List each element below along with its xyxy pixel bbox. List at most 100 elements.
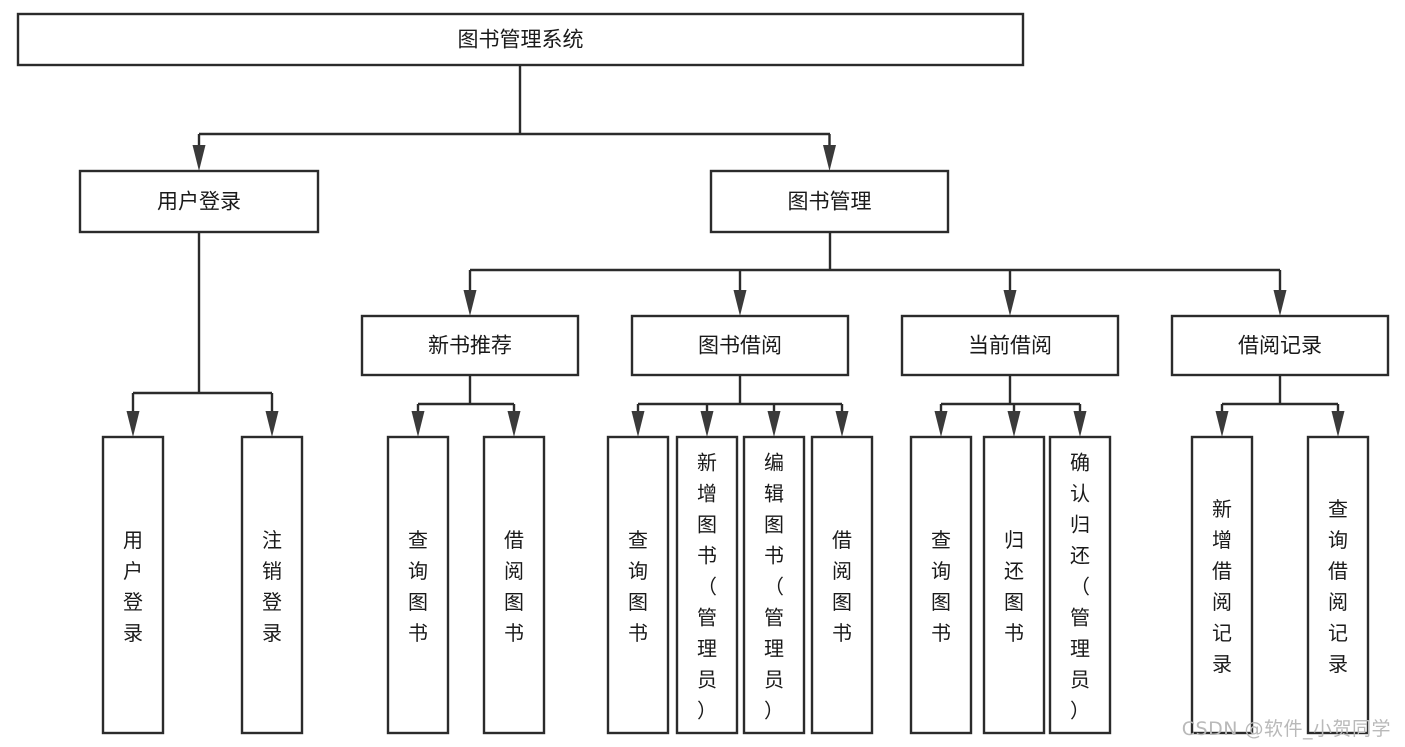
node-label: 新书推荐	[428, 334, 512, 358]
node-label: 图书管理系统	[458, 28, 584, 52]
node-label: 确认归还（管理员）	[1070, 451, 1090, 723]
edge-用户登录-to-用户登录	[126, 393, 140, 437]
edge-图书借阅-to-借阅图书	[835, 404, 849, 437]
node-box[interactable]	[1170, 314, 1390, 377]
node-确认归还管理员[interactable]: 确认归还（管理员）	[1048, 435, 1112, 735]
edge-当前借阅-to-查询图书	[934, 404, 948, 437]
node-label: 图书借阅	[698, 334, 782, 358]
edge-图书管理系统-to-图书管理	[823, 134, 836, 171]
node-box[interactable]	[810, 435, 874, 735]
connector-borrow-bus	[638, 375, 842, 406]
arrow-head-icon	[411, 411, 425, 437]
edge-当前借阅-to-归还图书	[1007, 404, 1021, 437]
edge-借阅记录-to-新增借阅记录	[1215, 404, 1229, 437]
node-box[interactable]	[482, 435, 546, 735]
node-box[interactable]	[101, 435, 165, 735]
node-box[interactable]	[709, 169, 950, 234]
node-编辑图书管理员[interactable]: 编辑图书（管理员）	[742, 435, 806, 735]
node-layer: 图书管理系统用户登录图书管理新书推荐图书借阅当前借阅借阅记录用户登录注销登录查询…	[16, 12, 1390, 735]
node-label: 当前借阅	[968, 334, 1052, 358]
node-label: 用户登录	[123, 528, 143, 645]
connector-new-rec-bus	[418, 375, 514, 406]
node-label: 查询图书	[931, 528, 951, 645]
connector-current-bus	[941, 375, 1080, 406]
arrow-head-icon	[1331, 411, 1345, 437]
node-归还图书[interactable]: 归还图书	[982, 435, 1046, 735]
edge-图书管理-to-借阅记录	[1273, 270, 1287, 316]
arrow-head-icon	[265, 411, 279, 437]
node-box[interactable]	[675, 435, 739, 735]
arrow-head-icon	[507, 411, 521, 437]
edge-图书借阅-to-查询图书	[631, 404, 645, 437]
node-label: 借阅图书	[832, 528, 852, 645]
connector-root-bus	[199, 65, 830, 136]
node-box[interactable]	[1048, 435, 1112, 735]
arrow-head-icon	[1007, 411, 1021, 437]
node-box[interactable]	[909, 435, 973, 735]
node-借阅记录[interactable]: 借阅记录	[1170, 314, 1390, 377]
connector-user-login-bus	[133, 232, 272, 395]
node-查询借阅记录[interactable]: 查询借阅记录	[1306, 435, 1370, 735]
node-查询图书[interactable]: 查询图书	[606, 435, 670, 735]
node-label: 查询图书	[628, 528, 648, 645]
node-box[interactable]	[742, 435, 806, 735]
arrow-head-icon	[126, 411, 140, 437]
arrow-head-icon	[1215, 411, 1229, 437]
node-box[interactable]	[360, 314, 580, 377]
node-注销登录[interactable]: 注销登录	[240, 435, 304, 735]
node-图书管理系统[interactable]: 图书管理系统	[16, 12, 1025, 67]
arrow-head-icon	[934, 411, 948, 437]
node-box[interactable]	[78, 169, 320, 234]
node-新增图书管理员[interactable]: 新增图书（管理员）	[675, 435, 739, 735]
node-box[interactable]	[630, 314, 850, 377]
node-label: 查询图书	[408, 528, 428, 645]
edge-图书管理系统-to-用户登录	[192, 134, 206, 171]
node-图书借阅[interactable]: 图书借阅	[630, 314, 850, 377]
node-图书管理[interactable]: 图书管理	[709, 169, 950, 234]
node-label: 新增借阅记录	[1212, 497, 1232, 676]
edge-借阅记录-to-查询借阅记录	[1331, 404, 1345, 437]
node-用户登录[interactable]: 用户登录	[101, 435, 165, 735]
node-新增借阅记录[interactable]: 新增借阅记录	[1190, 435, 1254, 735]
arrow-head-icon	[463, 290, 477, 316]
arrow-head-icon	[767, 411, 781, 437]
edge-图书管理-to-图书借阅	[733, 270, 747, 316]
node-label: 借阅记录	[1238, 334, 1322, 358]
node-当前借阅[interactable]: 当前借阅	[900, 314, 1120, 377]
node-label: 用户登录	[157, 190, 241, 214]
connector-record-bus	[1222, 375, 1338, 406]
node-查询图书[interactable]: 查询图书	[386, 435, 450, 735]
node-查询图书[interactable]: 查询图书	[909, 435, 973, 735]
node-box[interactable]	[606, 435, 670, 735]
arrow-head-icon	[1273, 290, 1287, 316]
node-box[interactable]	[1306, 435, 1370, 735]
edge-图书管理-to-当前借阅	[1003, 270, 1017, 316]
node-box[interactable]	[1190, 435, 1254, 735]
node-label: 编辑图书（管理员）	[764, 451, 784, 723]
arrow-head-icon	[823, 145, 836, 171]
node-box[interactable]	[982, 435, 1046, 735]
edge-新书推荐-to-查询图书	[411, 404, 425, 437]
node-box[interactable]	[386, 435, 450, 735]
node-label: 注销登录	[262, 528, 282, 645]
node-借阅图书[interactable]: 借阅图书	[810, 435, 874, 735]
edge-新书推荐-to-借阅图书	[507, 404, 521, 437]
node-用户登录[interactable]: 用户登录	[78, 169, 320, 234]
arrow-head-icon	[733, 290, 747, 316]
edge-图书管理-to-新书推荐	[463, 270, 477, 316]
arrow-head-icon	[700, 411, 714, 437]
arrow-head-icon	[1003, 290, 1017, 316]
connector-layer	[126, 65, 1345, 437]
node-box[interactable]	[900, 314, 1120, 377]
node-box[interactable]	[240, 435, 304, 735]
node-label: 图书管理	[788, 190, 872, 214]
node-新书推荐[interactable]: 新书推荐	[360, 314, 580, 377]
edge-图书借阅-to-新增图书管理员	[700, 404, 714, 437]
node-label: 新增图书（管理员）	[697, 451, 717, 723]
node-box[interactable]	[16, 12, 1025, 67]
node-借阅图书[interactable]: 借阅图书	[482, 435, 546, 735]
edge-用户登录-to-注销登录	[265, 393, 279, 437]
node-label: 借阅图书	[504, 528, 524, 645]
